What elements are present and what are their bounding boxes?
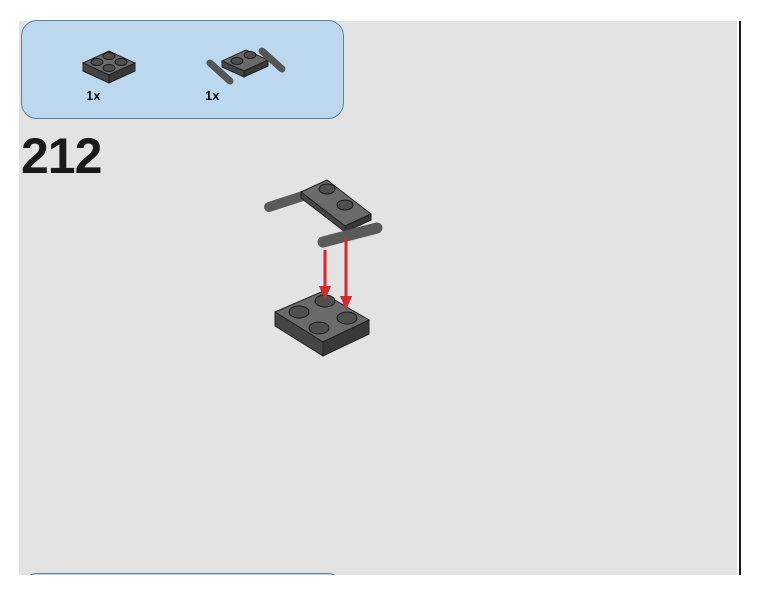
assembly-diagram (264, 179, 383, 357)
part-quantity: 1x (205, 88, 220, 103)
part-quantity: 1x (86, 88, 101, 103)
step-number: 212 (21, 128, 102, 184)
page-edge-rule (739, 21, 741, 575)
page-margin (0, 575, 765, 595)
parts-callout: 1x 1x (21, 20, 344, 119)
plate-2x2-icon (81, 50, 137, 84)
plate-with-bars-icon (206, 47, 286, 85)
